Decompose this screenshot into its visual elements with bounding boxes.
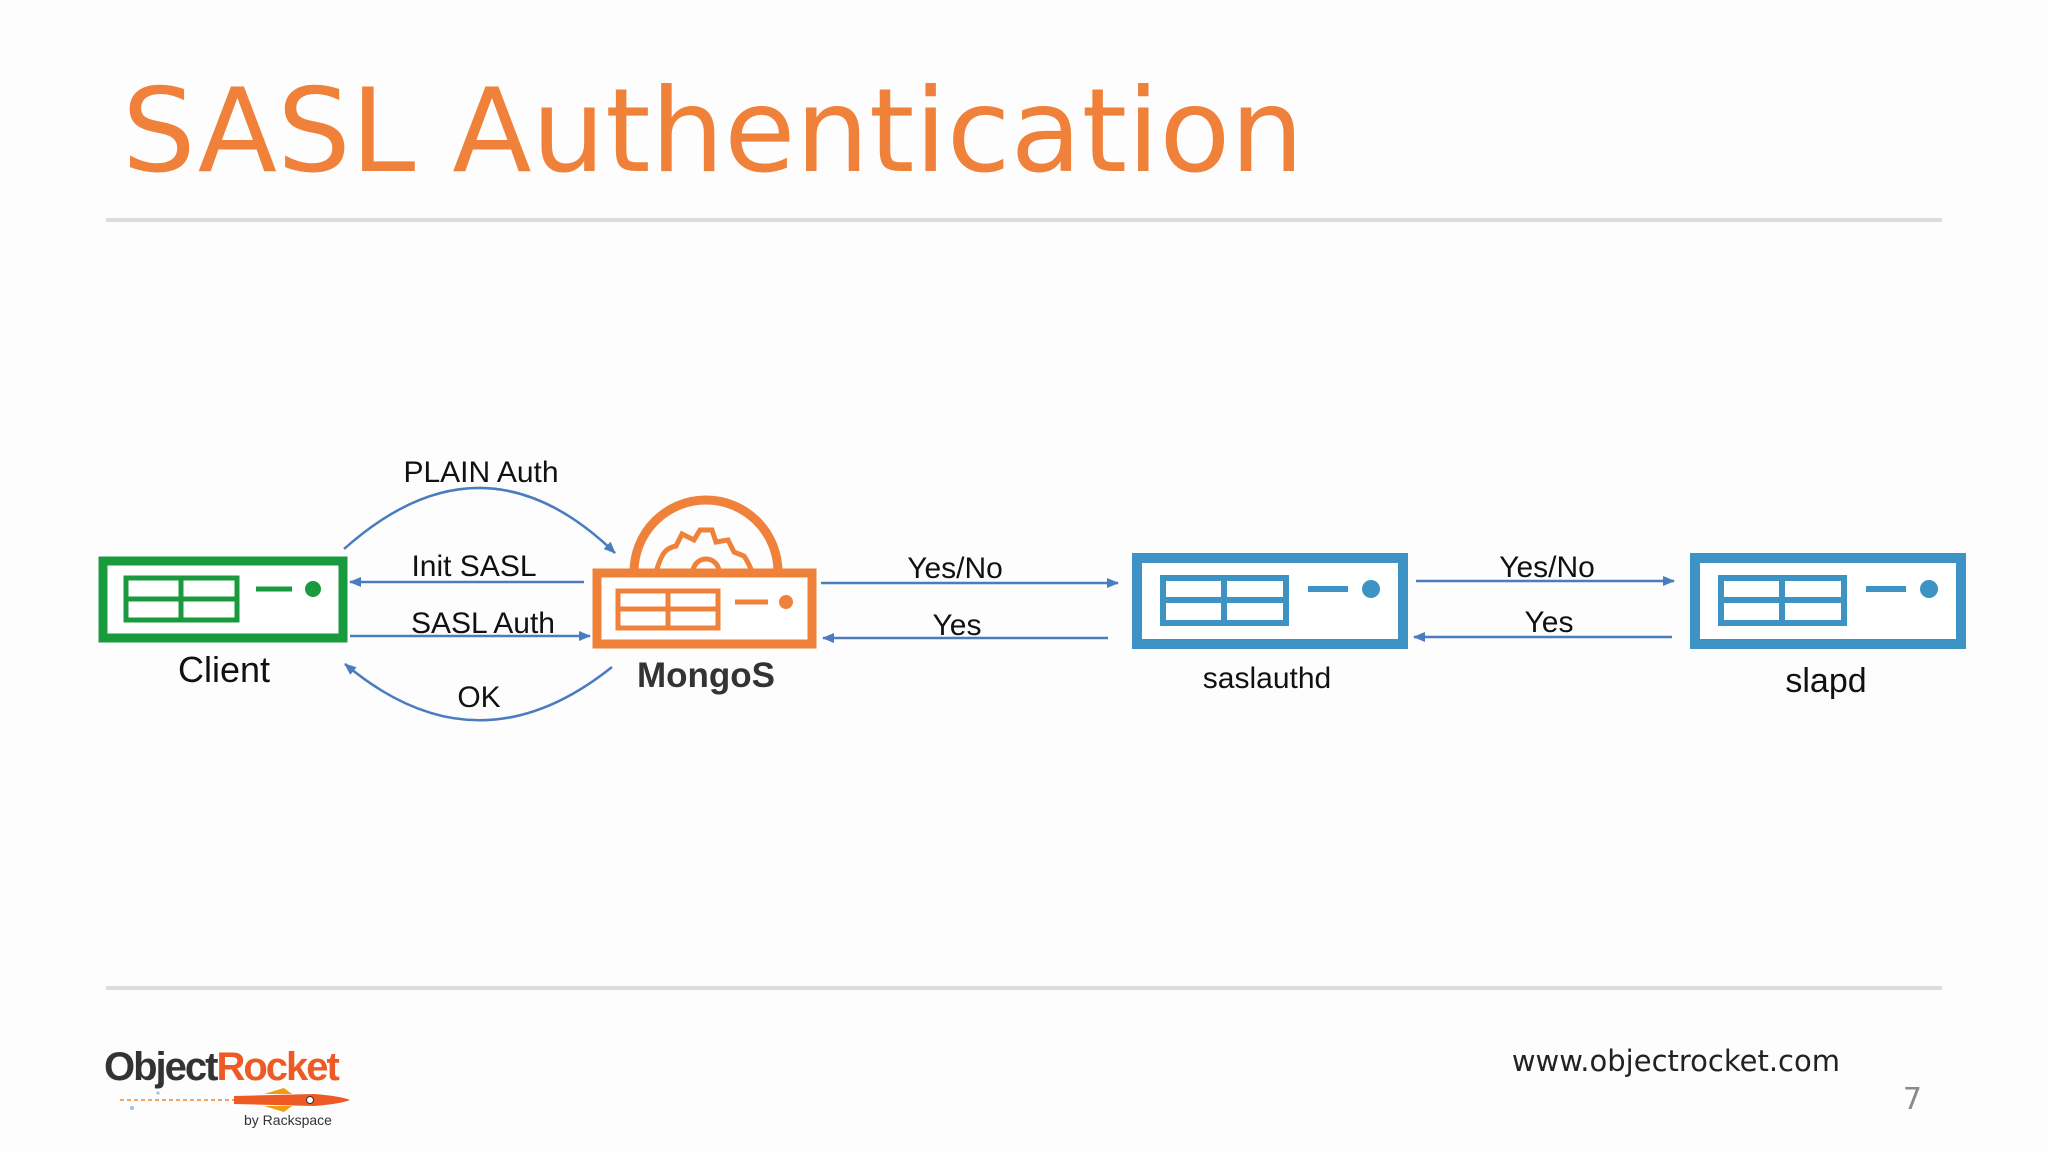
saslauthd-label: saslauthd (1203, 662, 1331, 695)
logo-word-object: Object (104, 1045, 218, 1089)
mongos-node: MongoS (592, 495, 817, 695)
mongos-to-saslauthd-label: Yes/No (907, 552, 1003, 585)
footer-website-url: www.objectrocket.com (1511, 1044, 1840, 1078)
logo-tagline: by Rackspace (244, 1112, 332, 1128)
ok-label: OK (457, 681, 500, 714)
mongos-label: MongoS (637, 656, 775, 695)
slapd-node: slapd (1690, 553, 1966, 700)
init-sasl-label: Init SASL (411, 550, 536, 583)
rocket-icon (120, 1088, 350, 1112)
objectrocket-logo: ObjectRocket by Rackspace (104, 1044, 350, 1134)
mongos-server-icon (592, 568, 817, 649)
saslauthd-to-slapd-label: Yes/No (1499, 551, 1595, 584)
slapd-label: slapd (1785, 662, 1866, 700)
footer-divider (106, 986, 1942, 990)
slapd-to-saslauthd-label: Yes (1525, 606, 1574, 639)
client-server-icon (98, 556, 348, 643)
saslauthd-server-icon (1132, 553, 1408, 649)
ok-arrow (344, 663, 613, 722)
logo-word-rocket: Rocket (216, 1045, 339, 1089)
logo-wordmark: ObjectRocket (104, 1044, 340, 1090)
client-node: Client (98, 556, 348, 690)
slide-title: SASL Authentication (122, 64, 1304, 199)
saslauthd-node: saslauthd (1132, 553, 1408, 695)
sasl-auth-label: SASL Auth (411, 607, 555, 640)
title-divider (106, 218, 1942, 222)
slapd-server-icon (1690, 553, 1966, 649)
page-number: 7 (1902, 1082, 1922, 1117)
client-label: Client (178, 649, 270, 690)
plain-auth-arrow (343, 486, 616, 554)
plain-auth-label: PLAIN Auth (403, 456, 558, 489)
saslauthd-to-mongos-label: Yes (933, 609, 982, 642)
